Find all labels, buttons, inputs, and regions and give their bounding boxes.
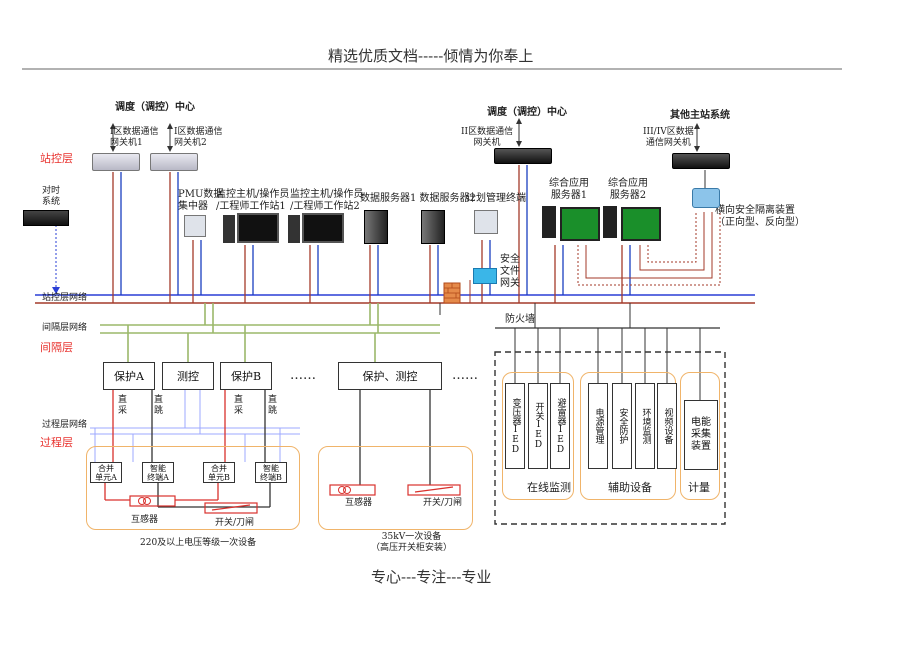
data-server-2-icon: [421, 210, 445, 244]
other-main-station-label: 其他主站系统: [670, 110, 730, 121]
bay-layer-label: 间隔层: [40, 341, 73, 354]
host-2-label: 监控主机/操作员 /工程师工作站2: [290, 189, 364, 212]
online-item-transformer-ied: 变压器IED: [505, 383, 525, 469]
35kv-equipment-frame: [318, 446, 473, 530]
station-network-label: 站控层网络: [42, 293, 88, 303]
data-server-1-icon: [364, 210, 388, 244]
switch-35kv-label: 开关/刀闸: [423, 498, 463, 508]
direct-sample-a: 直 采: [118, 395, 128, 416]
aux-item-security: 安全防护: [612, 383, 632, 469]
ellipsis-1: ……: [290, 368, 316, 383]
host-1-tower-icon: [223, 215, 235, 243]
online-monitoring-frame: [502, 372, 574, 500]
app-server-1-tower-icon: [542, 206, 556, 238]
switch-label: 开关/刀闸: [215, 518, 255, 528]
secure-gateway-icon: [473, 268, 497, 284]
host-1-label: 监控主机/操作员 /工程师工作站1: [216, 189, 290, 212]
time-sync-device-icon: [23, 210, 69, 226]
app-server-1-monitor-icon: [560, 207, 600, 241]
app-server-2-tower-icon: [603, 206, 617, 238]
pmu-label: PMU数据 集中器: [178, 189, 224, 212]
auxiliary-caption: 辅助设备: [608, 481, 652, 494]
online-monitoring-caption: 在线监测: [527, 481, 571, 494]
host-2-tower-icon: [288, 215, 300, 243]
ellipsis-2: ……: [452, 368, 478, 383]
bay-network-label: 间隔层网络: [42, 323, 88, 333]
app-server-2-monitor-icon: [621, 207, 661, 241]
ct-label: 互感器: [131, 515, 159, 525]
isolation-device-icon: [692, 188, 720, 208]
plan-terminal-label: 计划管理终端: [466, 193, 526, 204]
measure-control-box: 测控: [162, 362, 214, 390]
station-layer-label: 站控层: [40, 152, 73, 165]
app-server-1-label: 综合应用 服务器1: [549, 178, 589, 201]
process-network-label: 过程层网络: [42, 420, 88, 430]
hv-equipment-frame: [86, 446, 300, 530]
merging-unit-a: 合并 单元A: [90, 462, 122, 483]
gateway-2-icon: [150, 153, 198, 171]
merging-unit-b: 合并 单元B: [203, 462, 235, 483]
aux-item-video: 视频设备: [657, 383, 677, 469]
gateway-right-label: III/IV区数据 通信网关机: [643, 127, 694, 148]
gateway-mid-icon: [494, 148, 552, 164]
intelligent-terminal-a: 智能 终端A: [142, 462, 174, 483]
isolation-label: 横向安全隔离装置 （正向型、反向型）: [715, 205, 805, 228]
direct-sample-b: 直 采: [234, 395, 244, 416]
aux-item-power: 电源管理: [588, 383, 608, 469]
energy-collector-box: 电能采集装置: [684, 400, 718, 470]
hv-equipment-caption: 220及以上电压等级一次设备: [140, 538, 257, 548]
dispatch-center-mid: 调度（调控）中心: [487, 107, 567, 118]
app-server-2-label: 综合应用 服务器2: [608, 178, 648, 201]
gateway-2-label: I区数据通信 网关机2: [174, 127, 223, 148]
gateway-right-icon: [672, 153, 730, 169]
protection-a-box: 保护A: [103, 362, 155, 390]
protection-b-box: 保护B: [220, 362, 272, 390]
time-sync-label: 对时 系统: [42, 186, 61, 207]
online-item-arrester-ied: 避雷器IED: [550, 383, 570, 469]
gateway-mid-label: II区数据通信 网关机: [461, 127, 514, 148]
intelligent-terminal-b: 智能 终端B: [255, 462, 287, 483]
gateway-1-icon: [92, 153, 140, 171]
host-1-monitor-icon: [237, 213, 279, 243]
35kv-equipment-caption: 35kV一次设备 （高压开关柜安装）: [371, 532, 453, 553]
metering-frame: [680, 372, 720, 500]
host-2-monitor-icon: [302, 213, 344, 243]
gateway-1-label: I区数据通信 网关机1: [110, 127, 159, 148]
dispatch-center-left: 调度（调控）中心: [115, 102, 195, 113]
aux-item-environment: 环境监测: [635, 383, 655, 469]
page-header: 精选优质文档-----倾情为你奉上: [328, 47, 534, 65]
process-layer-label: 过程层: [40, 436, 73, 449]
ct-35kv-label: 互感器: [345, 498, 373, 508]
metering-caption: 计量: [688, 481, 710, 494]
plan-terminal-icon: [474, 210, 498, 234]
pmu-monitor-icon: [184, 215, 206, 237]
firewall-label: 防火墙: [505, 314, 535, 325]
direct-trip-b: 直 跳: [268, 395, 278, 416]
secure-gateway-label: 安全 文件 网关: [500, 254, 520, 289]
data-server-label: 数据服务器1 数据服务器2: [360, 193, 476, 204]
protection-measure-box: 保护、测控: [338, 362, 442, 390]
direct-trip-a: 直 跳: [154, 395, 164, 416]
page-footer: 专心---专注---专业: [371, 568, 492, 586]
online-item-switch-ied: 开关IED: [528, 383, 548, 469]
